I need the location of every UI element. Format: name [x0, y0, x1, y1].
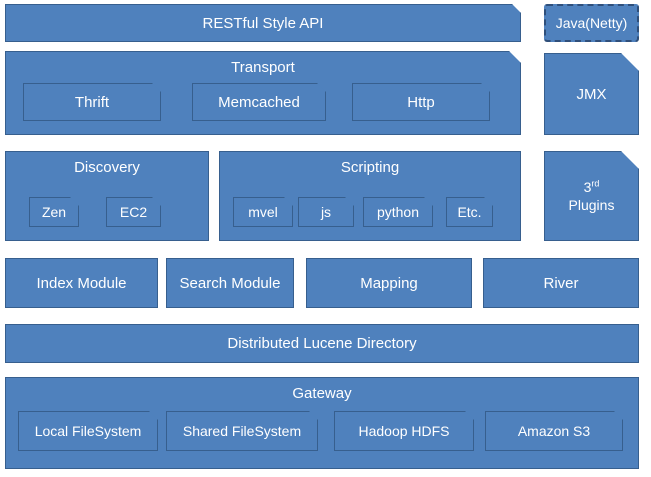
gateway-block: Gateway Local FileSystem Shared FileSyst…: [5, 377, 639, 469]
mapping-block: Mapping: [306, 258, 472, 308]
index-module-label: Index Module: [36, 274, 127, 292]
gateway-s3-label: Amazon S3: [517, 423, 591, 439]
scripting-title: Scripting: [340, 159, 400, 176]
index-module-block: Index Module: [5, 258, 158, 308]
gateway-shared-fs-box: Shared FileSystem: [166, 411, 318, 451]
scripting-js-box: js: [298, 197, 354, 227]
scripting-block: Scripting mvel js python Etc.: [219, 151, 521, 241]
java-netty-label: Java(Netty): [555, 15, 628, 31]
discovery-ec2-label: EC2: [119, 204, 148, 220]
plugins-block: 3rd Plugins: [544, 151, 639, 241]
scripting-python-label: python: [376, 204, 420, 220]
java-netty-block: Java(Netty): [544, 4, 639, 42]
lucene-label: Distributed Lucene Directory: [227, 335, 417, 352]
scripting-etc-box: Etc.: [446, 197, 493, 227]
mapping-label: Mapping: [360, 274, 418, 292]
lucene-block: Distributed Lucene Directory: [5, 324, 639, 363]
river-label: River: [543, 274, 579, 292]
discovery-zen-label: Zen: [41, 204, 67, 220]
gateway-hdfs-box: Hadoop HDFS: [334, 411, 474, 451]
gateway-shared-fs-label: Shared FileSystem: [182, 423, 302, 439]
scripting-mvel-label: mvel: [248, 204, 278, 220]
search-module-block: Search Module: [166, 258, 294, 308]
transport-http-label: Http: [407, 93, 435, 111]
gateway-s3-box: Amazon S3: [485, 411, 623, 451]
plugins-superscript: rd: [591, 178, 600, 189]
transport-memcached-box: Memcached: [192, 83, 326, 121]
scripting-js-label: js: [320, 204, 332, 220]
river-block: River: [483, 258, 639, 308]
transport-thrift-label: Thrift: [74, 93, 110, 111]
plugins-number-digit: 3: [583, 179, 592, 195]
restful-api-block: RESTful Style API: [5, 4, 521, 42]
discovery-block: Discovery Zen EC2: [5, 151, 209, 241]
scripting-mvel-box: mvel: [233, 197, 293, 227]
transport-memcached-label: Memcached: [218, 93, 300, 111]
plugins-number: 3rd: [584, 178, 600, 196]
gateway-local-fs-label: Local FileSystem: [34, 423, 142, 439]
jmx-block: JMX: [544, 53, 639, 135]
scripting-etc-label: Etc.: [457, 204, 482, 220]
transport-thrift-box: Thrift: [23, 83, 161, 121]
transport-block: Transport Thrift Memcached Http: [5, 51, 521, 135]
discovery-title: Discovery: [74, 159, 140, 176]
transport-title: Transport: [231, 59, 295, 76]
plugins-label: Plugins: [568, 197, 615, 213]
restful-api-label: RESTful Style API: [202, 14, 324, 32]
gateway-local-fs-box: Local FileSystem: [18, 411, 158, 451]
search-module-label: Search Module: [179, 274, 281, 292]
transport-http-box: Http: [352, 83, 490, 121]
discovery-zen-box: Zen: [29, 197, 79, 227]
jmx-label: JMX: [576, 85, 607, 103]
gateway-hdfs-label: Hadoop HDFS: [358, 423, 450, 439]
gateway-title: Gateway: [292, 385, 352, 402]
discovery-ec2-box: EC2: [106, 197, 161, 227]
scripting-python-box: python: [363, 197, 433, 227]
